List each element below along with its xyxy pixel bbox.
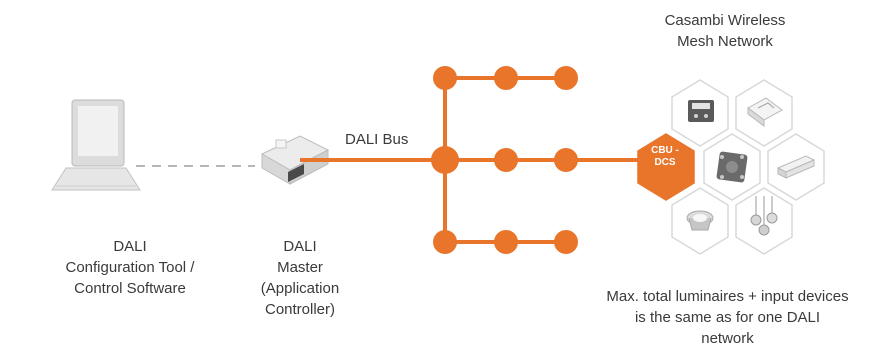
cbu-label-line: CBU - (651, 145, 679, 156)
cbu-dcs-hex (637, 133, 695, 201)
bus-node (554, 66, 578, 90)
mesh-title-line: Casambi Wireless (664, 12, 786, 29)
configuration-tool-label: DALI Configuration Tool / Control Softwa… (10, 236, 250, 299)
computer-icon (51, 99, 141, 191)
dali-driver-module-icon (688, 100, 714, 122)
dali-master-label: DALI Master (Application Controller) (230, 236, 370, 320)
mesh-network-title: Casambi Wireless Mesh Network (610, 10, 840, 52)
pc-label-line: DALI (113, 238, 147, 255)
downlight-icon (686, 210, 714, 231)
note-line: network (701, 330, 754, 347)
capacity-note: Max. total luminaires + input devices is… (565, 286, 890, 349)
pendant-lights-icon (750, 196, 778, 236)
casambi-switch-icon (747, 97, 783, 127)
mesh-title-line: Mesh Network (677, 33, 773, 50)
dali-bus (300, 76, 645, 244)
bus-node (554, 148, 578, 172)
bus-nodes (431, 66, 578, 254)
led-driver-icon (776, 155, 816, 179)
bus-node (494, 66, 518, 90)
bus-node (494, 148, 518, 172)
note-line: Max. total luminaires + input devices (606, 288, 849, 305)
note-line: is the same as for one DALI (634, 309, 821, 326)
bus-node (431, 146, 459, 174)
bus-node (433, 66, 457, 90)
bus-node (433, 230, 457, 254)
master-label-line: Master (277, 259, 323, 276)
bus-node (554, 230, 578, 254)
cbu-dcs-label: CBU - DCS (640, 145, 690, 169)
casambi-node-icon (716, 151, 748, 183)
master-label-line: (Application (260, 280, 340, 297)
bus-node (494, 230, 518, 254)
master-label-line: Controller) (264, 301, 336, 318)
dali-bus-label: DALI Bus (345, 131, 409, 148)
cbu-label-line: DCS (654, 157, 676, 168)
pc-label-line: Control Software (74, 280, 186, 297)
pc-label-line: Configuration Tool / (65, 259, 195, 276)
master-label-line: DALI (283, 238, 317, 255)
